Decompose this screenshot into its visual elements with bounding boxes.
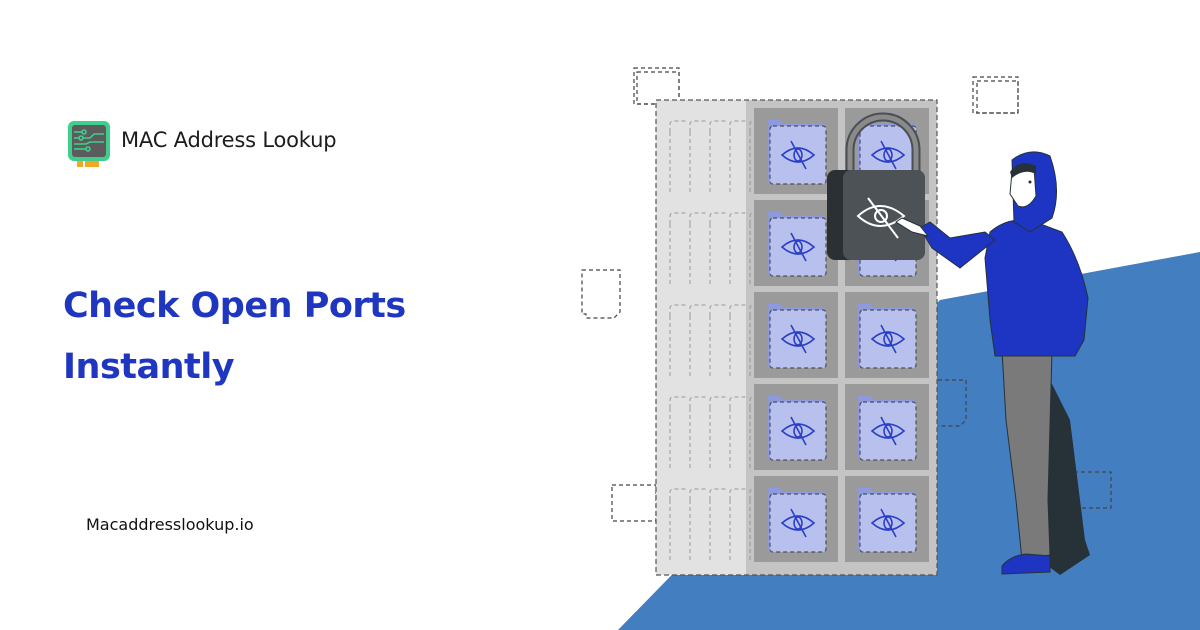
padlock-eye-slash-icon [827, 112, 925, 260]
site-domain-link[interactable]: Macaddresslookup.io [86, 515, 254, 534]
brand-logo[interactable] [68, 121, 112, 169]
headline-line-1: Check Open Ports [63, 286, 406, 326]
page-headline: Check Open Ports Instantly [63, 276, 406, 398]
person-figure [895, 151, 1090, 575]
headline-line-2: Instantly [63, 347, 235, 387]
brand-title: MAC Address Lookup [121, 128, 337, 152]
circuit-chip-icon [68, 121, 110, 167]
